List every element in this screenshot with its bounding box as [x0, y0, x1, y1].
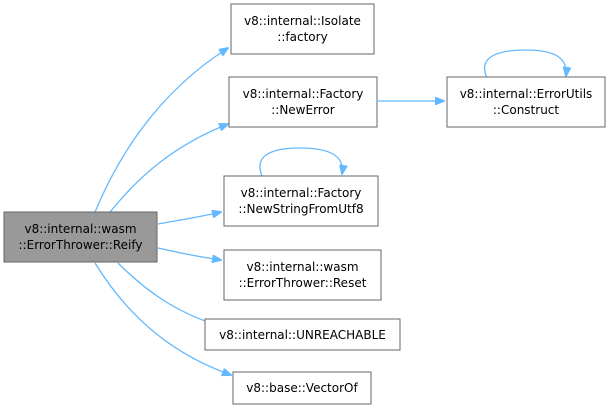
edge-root-to-factory-newerror — [109, 124, 228, 213]
node-label-line1: v8::internal::Factory — [241, 186, 362, 200]
node-label-line2: ::NewError — [271, 103, 335, 117]
node-label-line1: v8::internal::UNREACHABLE — [219, 328, 386, 342]
node-label-line1: v8::internal::wasm — [24, 222, 136, 236]
node-errorthrower-reset[interactable]: v8::internal::wasm ::ErrorThrower::Reset — [223, 249, 382, 301]
edge-factory-newstring-self-loop — [259, 147, 342, 177]
node-factory-newerror[interactable]: v8::internal::Factory ::NewError — [228, 76, 378, 128]
node-label-line1: v8::internal::Factory — [243, 87, 364, 101]
node-box — [228, 76, 378, 128]
edge-errorutils-construct-self-loop — [484, 49, 567, 79]
node-isolate-factory[interactable]: v8::internal::Isolate ::factory — [230, 3, 375, 55]
node-label-line1: v8::internal::Isolate — [244, 14, 361, 28]
node-factory-newstring[interactable]: v8::internal::Factory ::NewStringFromUtf… — [223, 175, 379, 227]
node-label-line2: ::Construct — [493, 103, 560, 117]
edge-root-to-errorthrower-reset — [157, 247, 221, 260]
edge-root-to-unreachable — [117, 262, 217, 325]
node-label-line2: ::NewStringFromUtf8 — [238, 202, 363, 216]
node-box — [232, 371, 372, 405]
node-label-line2: ::ErrorThrower::Reset — [239, 276, 367, 290]
node-vectorof[interactable]: v8::base::VectorOf — [232, 371, 372, 405]
node-label-line1: v8::internal::wasm — [246, 260, 358, 274]
edge-root-to-vectorof — [94, 262, 231, 375]
node-box — [446, 76, 606, 128]
node-box — [223, 249, 382, 301]
node-root[interactable]: v8::internal::wasm ::ErrorThrower::Reify — [3, 211, 158, 263]
edge-root-to-factory-newstring — [157, 212, 221, 225]
node-box — [204, 318, 401, 351]
node-label-line2: ::ErrorThrower::Reify — [19, 238, 143, 252]
node-label-line1: v8::internal::ErrorUtils — [460, 87, 593, 101]
node-label-line1: v8::base::VectorOf — [246, 381, 358, 395]
node-box — [3, 211, 158, 263]
node-errorutils-construct[interactable]: v8::internal::ErrorUtils ::Construct — [446, 76, 606, 128]
edge-root-to-isolate-factory — [94, 48, 228, 213]
node-box — [223, 175, 379, 227]
node-box — [230, 3, 375, 55]
edges — [94, 48, 567, 375]
node-label-line2: ::factory — [277, 30, 327, 44]
node-unreachable[interactable]: v8::internal::UNREACHABLE — [204, 318, 401, 351]
